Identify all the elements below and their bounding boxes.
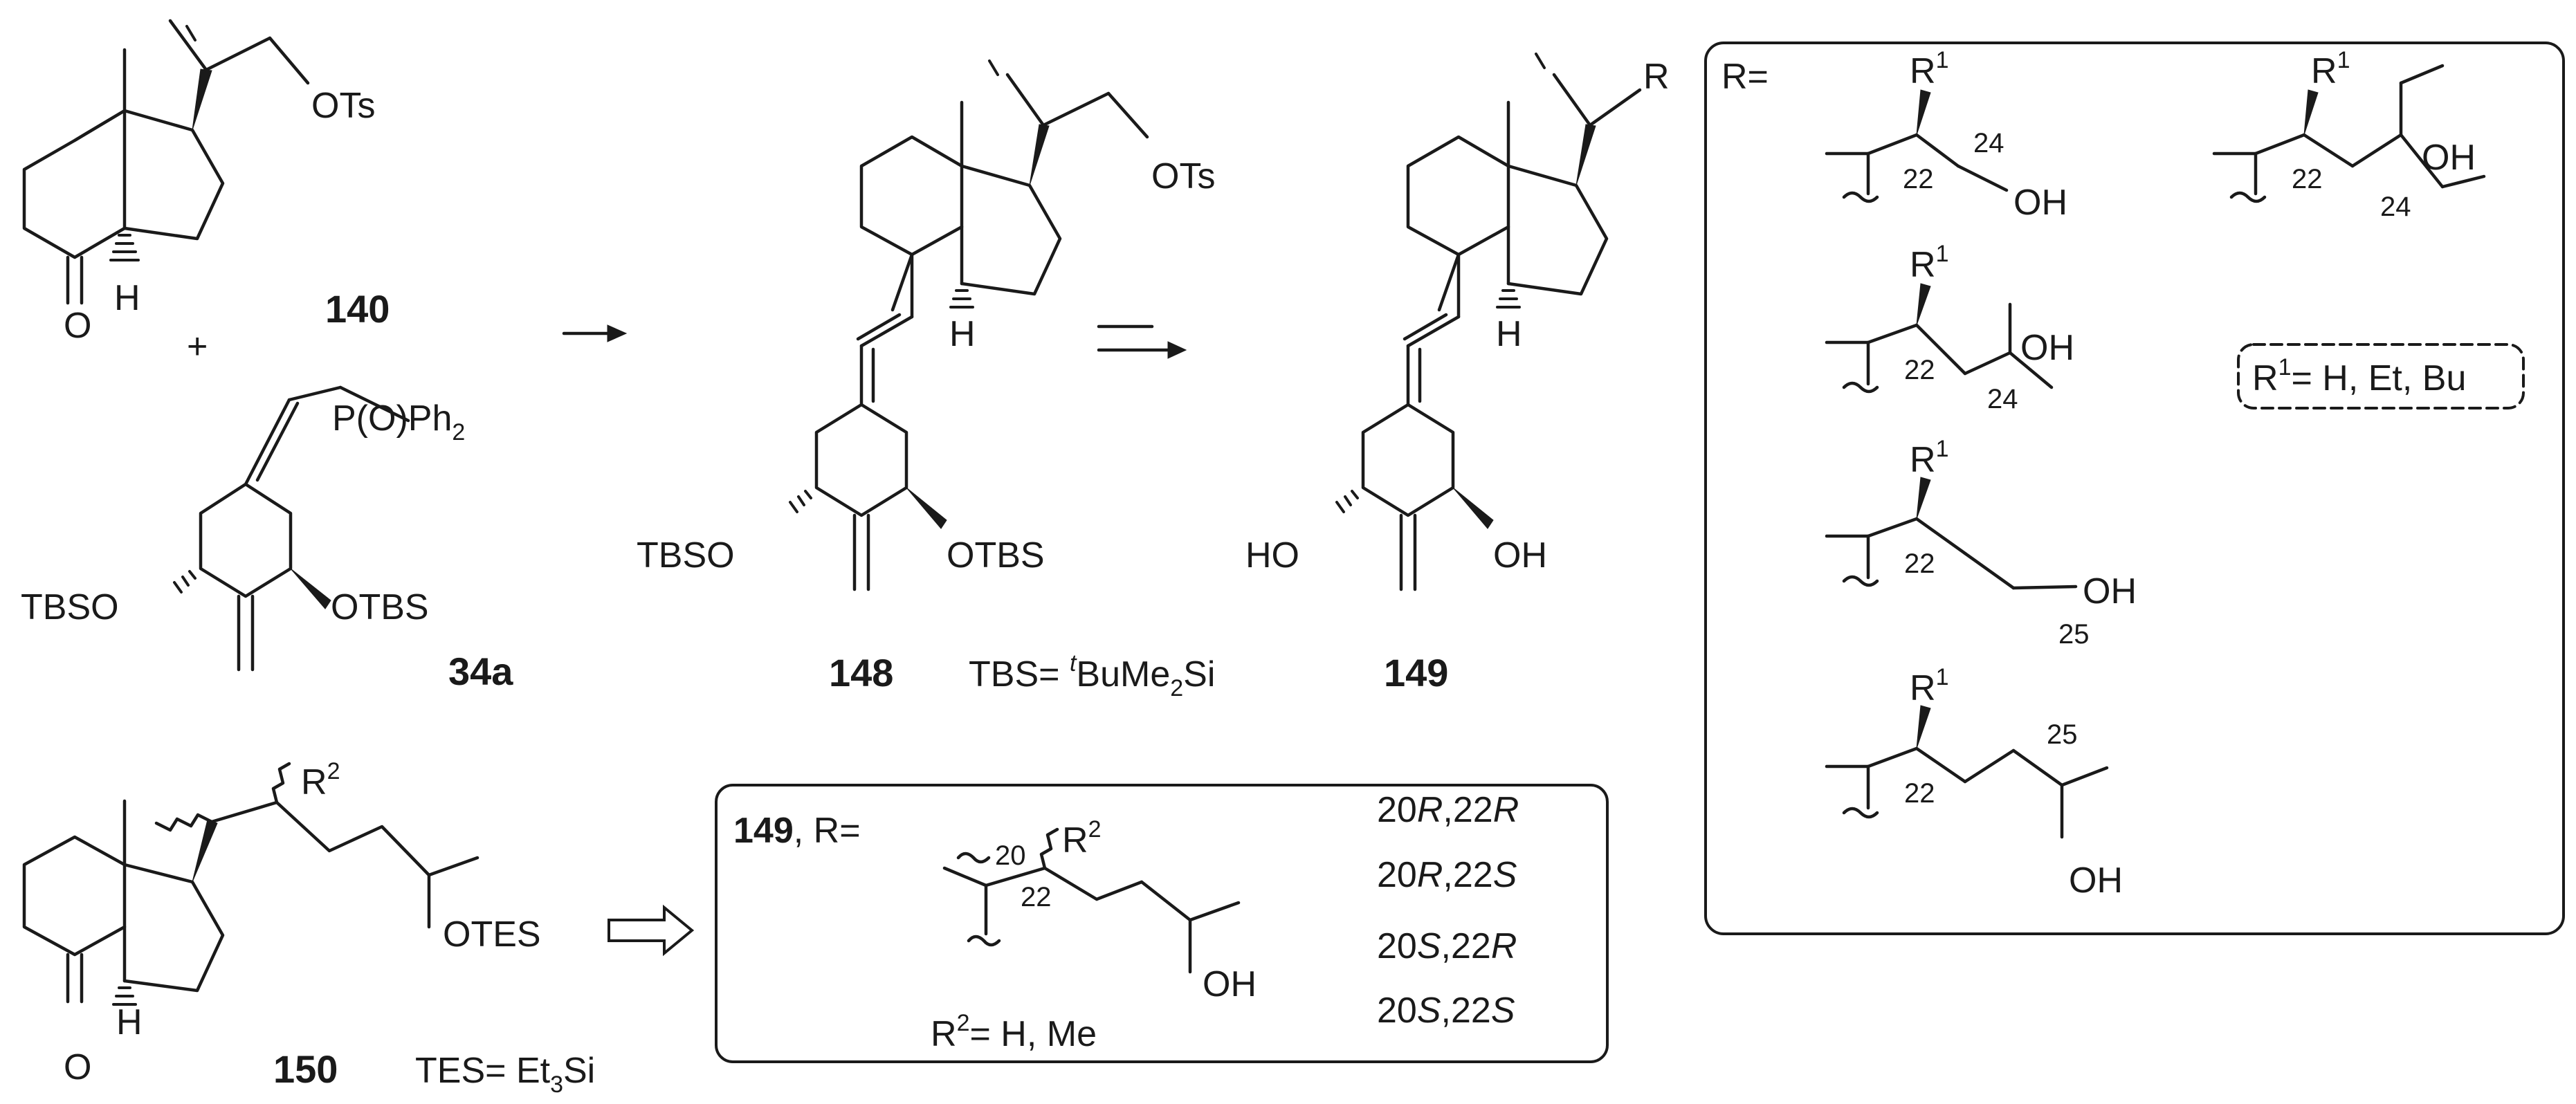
locant-22-lower: 22 xyxy=(1021,882,1052,912)
oh-opt4: OH xyxy=(2083,571,2137,611)
ketone-o-140: O xyxy=(64,306,91,346)
compound-label-34a: 34a xyxy=(448,650,513,693)
r-option-4 xyxy=(1825,477,2078,590)
hash-bond xyxy=(173,570,197,594)
hash-bond xyxy=(185,25,197,42)
oh-opt5: OH xyxy=(2069,861,2123,901)
tbso-group-148: TBSO xyxy=(637,535,735,576)
r1-label-opt3: R1 xyxy=(1910,241,1948,285)
r1-label-opt4: R1 xyxy=(1910,436,1948,480)
r1-definition: R1= H, Et, Bu xyxy=(2252,354,2466,398)
r-option-1 xyxy=(1825,89,2009,203)
r1-label-opt1: R1 xyxy=(1910,47,1948,91)
locant-22-opt1: 22 xyxy=(1903,164,1934,194)
hash-bond xyxy=(988,59,999,76)
compound-label-149: 149 xyxy=(1384,651,1448,694)
tbso-group-34a: TBSO xyxy=(21,587,119,627)
locant-22-opt2: 22 xyxy=(2292,164,2323,194)
h-label-150: H xyxy=(116,1002,143,1042)
otbs-group-148: OTBS xyxy=(947,535,1045,576)
config-4: 20S,22S xyxy=(1377,991,1515,1031)
r1-label-opt5: R1 xyxy=(1910,664,1948,708)
compound-label-148: 148 xyxy=(829,651,893,694)
wedge-bond xyxy=(906,487,947,529)
reaction-arrow xyxy=(562,324,628,342)
h-label-140: H xyxy=(114,278,140,318)
h-label-149: H xyxy=(1496,314,1522,354)
locant-25-opt5: 25 xyxy=(2047,719,2078,750)
r1-label-opt2: R1 xyxy=(2311,47,2350,91)
hash-bond xyxy=(109,234,140,261)
locant-24-opt2: 24 xyxy=(2380,192,2411,222)
oh-opt2: OH xyxy=(2422,138,2476,178)
tes-definition: TES= Et3Si xyxy=(415,1051,595,1098)
ketone-o-150: O xyxy=(64,1047,91,1087)
r2-label-lower: R2 xyxy=(1062,816,1101,861)
side-chain-variant xyxy=(942,827,1241,974)
r2-definition: R2= H, Me xyxy=(931,1010,1097,1054)
stereo-variant-box xyxy=(715,784,1609,1063)
compound-34a-structure xyxy=(199,385,410,672)
otes-group-150: OTES xyxy=(443,914,541,955)
compound-149-structure xyxy=(1361,53,1642,591)
config-1: 20R,22R xyxy=(1377,790,1519,830)
plus-sign: + xyxy=(187,326,208,367)
compound-label-140: 140 xyxy=(325,287,390,331)
locant-22-opt3: 22 xyxy=(1904,355,1935,385)
hash-bond xyxy=(1535,53,1546,69)
config-3: 20S,22R xyxy=(1377,926,1517,966)
r-group-box xyxy=(1704,42,2565,935)
wedge-bond xyxy=(1452,487,1494,529)
compound-150-structure xyxy=(22,762,479,1006)
h-label-148: H xyxy=(949,314,976,354)
wedge-bond xyxy=(290,568,331,609)
hash-bond xyxy=(789,490,812,513)
ots-group-148: OTs xyxy=(1151,156,1215,196)
r-group-149: R xyxy=(1643,57,1670,97)
locant-25-opt4: 25 xyxy=(2058,619,2090,650)
ho-group-149: HO xyxy=(1245,535,1299,576)
oh-lower: OH xyxy=(1203,964,1257,1004)
multi-step-arrow xyxy=(1097,324,1187,359)
retrosynthetic-arrow xyxy=(608,904,695,957)
locant-20-lower: 20 xyxy=(995,840,1026,871)
otbs-group-34a: OTBS xyxy=(331,587,429,627)
locant-24-opt1: 24 xyxy=(1973,128,2004,158)
tbs-definition: TBS= tBuMe2Si xyxy=(969,650,1215,701)
r1-definition-box xyxy=(2237,343,2525,410)
oh-opt1: OH xyxy=(2013,183,2067,223)
r-option-2 xyxy=(2212,64,2486,203)
hash-bond xyxy=(949,289,974,309)
locant-24-opt3: 24 xyxy=(1987,384,2018,414)
compound-140-structure xyxy=(22,19,310,305)
r-option-3 xyxy=(1825,283,2054,394)
r-equals-header: R= xyxy=(1721,57,1769,97)
oh-opt3: OH xyxy=(2020,328,2074,368)
compound-148-structure xyxy=(814,59,1149,591)
pophph2-group: P(O)Ph2 xyxy=(332,398,465,445)
hash-bond xyxy=(1496,289,1521,309)
hash-bond xyxy=(1335,490,1359,513)
oh-group-149: OH xyxy=(1493,535,1547,576)
lower-box-lead: 149, R= xyxy=(733,811,861,851)
config-2: 20R,22S xyxy=(1377,855,1517,895)
ots-group-140: OTs xyxy=(311,86,375,126)
locant-22-opt5: 22 xyxy=(1904,778,1935,809)
compound-label-150: 150 xyxy=(273,1047,338,1091)
locant-22-opt4: 22 xyxy=(1904,549,1935,579)
r-option-5 xyxy=(1825,705,2109,839)
r2-label-150: R2 xyxy=(301,758,340,802)
hash-bond xyxy=(112,986,137,1006)
